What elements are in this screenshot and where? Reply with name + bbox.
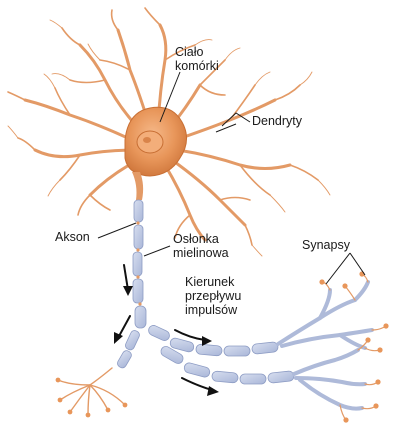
- label-dendrites: Dendryty: [252, 114, 303, 128]
- nodes-of-ranvier: [136, 221, 142, 306]
- terminal-branches-right-upper: [276, 280, 374, 350]
- nucleus: [136, 130, 164, 154]
- label-impulse-direction: Kierunek przepływu impulsów: [185, 275, 241, 317]
- axon-branch-right-lower: [160, 346, 295, 385]
- axon-branch-left: [117, 330, 140, 369]
- axon-hillock: [132, 172, 144, 200]
- arrow-axon-down: [123, 264, 129, 291]
- label-myelin-line-2: mielinowa: [173, 246, 229, 260]
- label-direction-line-2: przepływu: [185, 289, 242, 303]
- axon-branch-right-upper: [148, 325, 279, 357]
- arrow-upper-right: [174, 329, 206, 341]
- label-axon: Akson: [55, 230, 90, 244]
- label-direction-line-3: impulsów: [185, 303, 238, 317]
- label-cell-body: Ciało komórki: [175, 45, 219, 73]
- arrow-heads: [114, 286, 219, 396]
- label-direction-line-1: Kierunek: [185, 275, 235, 289]
- synapse-terminals-left: [55, 377, 128, 418]
- synapse-terminals-right-lower: [343, 337, 381, 423]
- label-cell-body-line-2: komórki: [175, 59, 219, 73]
- label-synapses: Synapsy: [302, 238, 350, 252]
- axon: [132, 199, 147, 329]
- label-cell-body-line-1: Ciało: [175, 45, 204, 59]
- arrow-left-branch: [117, 315, 131, 339]
- label-myelin-sheath: Osłonka mielinowa: [173, 232, 229, 260]
- label-leader-lines: [97, 71, 366, 285]
- terminal-branches-left: [57, 367, 126, 416]
- terminal-branches-right-lower: [292, 348, 367, 411]
- nucleolus: [143, 137, 151, 143]
- arrow-lower-right: [181, 377, 213, 391]
- label-myelin-line-1: Osłonka: [173, 232, 219, 246]
